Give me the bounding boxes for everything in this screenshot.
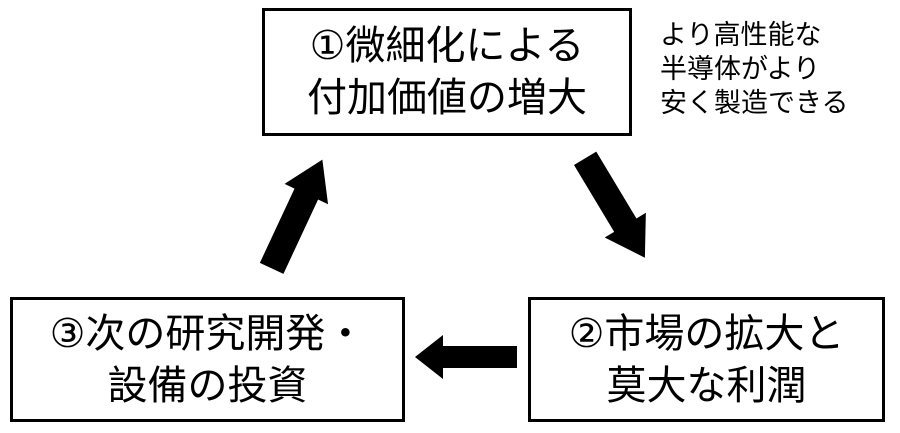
arrow-box2-to-box3-icon bbox=[415, 335, 517, 379]
annotation-line3: 安く製造できる bbox=[660, 88, 849, 118]
box2-line2: 莫大な利潤 bbox=[606, 363, 807, 408]
box1-line2: 付加価値の増大 bbox=[307, 76, 587, 120]
box-next-rd-investment: ③次の研究開発・ 設備の投資 bbox=[10, 297, 405, 422]
box2-line1: ②市場の拡大と bbox=[568, 311, 845, 356]
arrow-box3-to-box1-icon bbox=[259, 159, 329, 274]
annotation-cheaper-high-performance: より高性能な 半導体がより 安く製造できる bbox=[660, 18, 848, 120]
box-market-expansion-profit: ②市場の拡大と 莫大な利潤 bbox=[528, 297, 885, 422]
box-miniaturization-added-value: ①微細化による 付加価値の増大 bbox=[262, 8, 632, 136]
arrow-box1-to-box2-icon bbox=[573, 151, 646, 258]
annotation-line1: より高性能な bbox=[660, 20, 822, 50]
box3-line1: ③次の研究開発・ bbox=[49, 311, 366, 356]
box3-line2: 設備の投資 bbox=[107, 363, 308, 408]
annotation-line2: 半導体がより bbox=[660, 54, 821, 84]
box1-line1: ①微細化による bbox=[309, 24, 585, 68]
